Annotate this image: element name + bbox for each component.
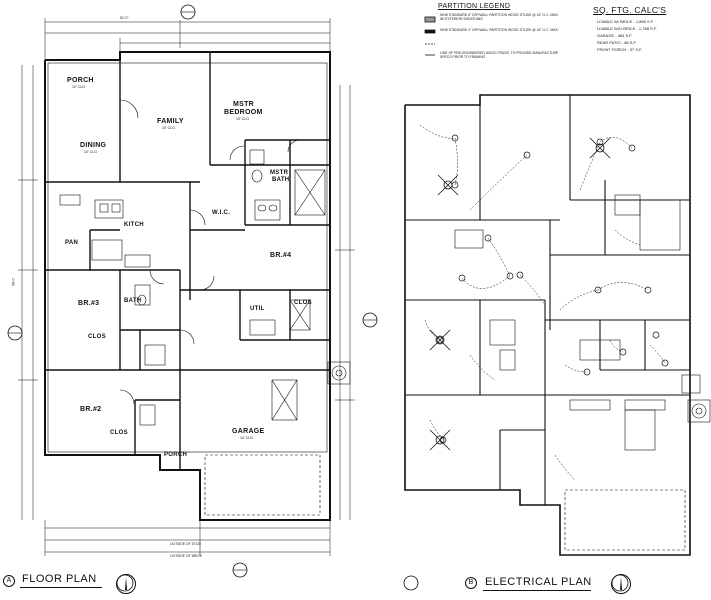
room-wic: W.I.C.	[212, 210, 231, 216]
partition-legend-item: NEW STANDARD 4" DRYWALL PARTITION WOOD S…	[440, 28, 559, 32]
room-porch-low: PORCH	[164, 452, 188, 458]
floor-plan-title-underline	[20, 587, 102, 588]
sq-ftg-item: LIVABLE W/O BRICK - 1,788 S.F.	[597, 26, 657, 31]
room-br2: BR.#2	[80, 406, 102, 413]
room-mstr-bedroom-line2: BEDROOM	[224, 109, 263, 116]
dim-outside-stud: OUTSIDE OF STUD	[170, 542, 201, 546]
floor-plan-marker: A	[3, 575, 15, 587]
room-kitchen: KITCH	[124, 222, 144, 228]
room-porch-ceiling: 10' CLG	[72, 85, 86, 89]
room-br4: BR.#4	[270, 252, 292, 259]
partition-legend-title: PARTITION LEGEND	[438, 3, 511, 10]
sq-ftg-title: SQ. FTG. CALC'S	[593, 5, 667, 15]
partition-legend-item: LINE OF PRE-ENGINEERED WOOD TRUSS. TO PR…	[440, 51, 559, 59]
electrical-plan-marker: B	[465, 577, 477, 589]
room-dining: DINING	[80, 142, 107, 149]
room-clos-low: CLOS	[110, 430, 128, 436]
room-family: FAMILY	[157, 118, 184, 125]
room-mstr-bedroom-ceiling: 10' CLG	[236, 117, 250, 121]
north-arrow-icon	[611, 574, 631, 594]
sq-ftg-item: REAR PATIO - 68 S.F.	[597, 40, 637, 45]
room-dining-ceiling: 10' CLG	[84, 150, 98, 154]
sq-ftg-item: GARAGE - 484 S.F.	[597, 33, 633, 38]
room-mstr-bath-line1: MSTR	[270, 170, 289, 176]
electrical-plan-title: ELECTRICAL PLAN	[485, 576, 592, 588]
room-garage-ceiling: 10' CLG	[240, 436, 254, 440]
north-arrow-icon	[116, 574, 136, 594]
partition-legend-item: NEW STANDARD 6" DRYWALL PARTITION WOOD S…	[440, 13, 559, 21]
dimension-lines	[18, 18, 355, 556]
floor-plan-title: FLOOR PLAN	[22, 573, 97, 585]
room-br3: BR.#3	[78, 300, 100, 307]
room-clos-right: CLOS	[294, 300, 312, 306]
dim-top-total: 52'-0"	[120, 16, 129, 20]
dim-outside-brick: OUTSIDE OF BRICK	[170, 554, 203, 558]
room-porch: PORCH	[67, 77, 94, 84]
sq-ftg-item: LIVABLE W/ BRICK - 1,866 S.F.	[597, 19, 654, 24]
room-garage: GARAGE	[232, 428, 265, 435]
room-mstr-bedroom-line1: MSTR	[233, 101, 255, 108]
room-bath: BATH	[124, 298, 142, 304]
room-mstr-bath-line2: BATH	[272, 177, 290, 183]
room-util: UTIL	[250, 306, 265, 312]
sq-ftg-item: FRONT PORCH - 37 S.F.	[597, 47, 643, 52]
dim-left-total: 58'-0"	[11, 277, 16, 287]
room-family-ceiling: 10' CLG	[162, 126, 176, 130]
room-pantry: PAN	[65, 240, 79, 246]
room-clos-mid: CLOS	[88, 334, 106, 340]
electrical-plan-title-underline	[483, 590, 591, 591]
